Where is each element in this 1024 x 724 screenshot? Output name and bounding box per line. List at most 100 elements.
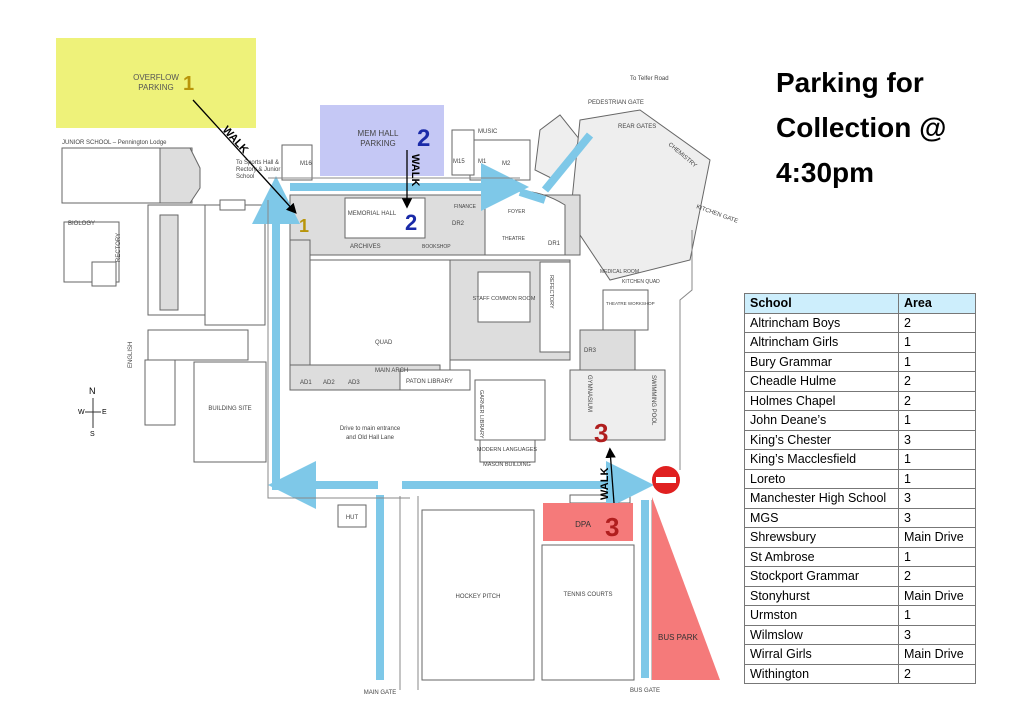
svg-text:S: S <box>90 431 95 438</box>
bus-park-label: BUS PARK <box>658 633 699 642</box>
title-line: Parking for <box>776 67 924 98</box>
svg-text:RECTORY: RECTORY <box>116 233 122 262</box>
dpa-area <box>543 503 633 541</box>
school-cell: Wirral Girls <box>744 644 899 665</box>
area-cell: 1 <box>898 546 976 567</box>
memhall-number: 2 <box>417 125 430 152</box>
school-cell: King’s Chester <box>744 429 899 450</box>
header-area: Area <box>898 293 976 314</box>
svg-text:M1: M1 <box>478 159 487 165</box>
svg-text:To Telfer Road: To Telfer Road <box>630 76 669 82</box>
svg-text:PATON LIBRARY: PATON LIBRARY <box>406 379 453 385</box>
area-cell: 2 <box>898 663 976 684</box>
area-cell: 3 <box>898 488 976 509</box>
school-cell: Withington <box>744 663 899 684</box>
svg-text:DR3: DR3 <box>584 348 597 354</box>
school-cell: King’s Macclesfield <box>744 449 899 470</box>
school-cell: Cheadle Hulme <box>744 371 899 392</box>
compass-icon: N W E S <box>78 386 107 438</box>
header-school: School <box>744 293 899 314</box>
school-cell: MGS <box>744 507 899 528</box>
svg-text:and Old Hall Lane: and Old Hall Lane <box>346 435 395 441</box>
area-cell: 2 <box>898 371 976 392</box>
overflow-parking-area <box>56 38 256 128</box>
area-cell: 1 <box>898 468 976 489</box>
overflow-label-1: OVERFLOW <box>133 73 179 82</box>
area-1-marker: 1 <box>299 216 309 236</box>
school-cell: John Deane’s <box>744 410 899 431</box>
svg-text:QUAD: QUAD <box>375 340 393 346</box>
area-cell: 1 <box>898 605 976 626</box>
svg-text:GARNER LIBRARY: GARNER LIBRARY <box>478 390 484 439</box>
svg-text:MEMORIAL HALL: MEMORIAL HALL <box>348 211 397 217</box>
area-cell: 1 <box>898 351 976 372</box>
svg-text:MAIN ARCH: MAIN ARCH <box>375 368 408 374</box>
area-cell: 2 <box>898 312 976 333</box>
memhall-label-2: PARKING <box>360 139 395 148</box>
to-sports-hall-label: To Sports Hall & Rectory & Junior School <box>236 160 281 180</box>
svg-text:MODERN LANGUAGES: MODERN LANGUAGES <box>477 447 538 453</box>
school-cell: Wilmslow <box>744 624 899 645</box>
overflow-number: 1 <box>183 73 194 95</box>
school-cell: Stockport Grammar <box>744 566 899 587</box>
svg-text:REAR GATES: REAR GATES <box>618 124 656 130</box>
svg-text:MEDICAL ROOM: MEDICAL ROOM <box>600 269 639 275</box>
svg-text:MAIN GATE: MAIN GATE <box>364 690 397 696</box>
svg-text:THEATRE WORKSHOP: THEATRE WORKSHOP <box>606 301 655 306</box>
area-2-marker: 2 <box>405 210 417 235</box>
campus-map: OVERFLOW PARKING 1 MEM HALL PARKING 2 DP… <box>56 38 739 696</box>
svg-text:SWIMMING POOL: SWIMMING POOL <box>650 375 656 426</box>
area-cell: 1 <box>898 410 976 431</box>
school-cell: St Ambrose <box>744 546 899 567</box>
svg-text:REFECTORY: REFECTORY <box>548 275 554 309</box>
walk-label-3: WALK <box>599 468 611 500</box>
svg-text:HUT: HUT <box>346 515 359 521</box>
svg-text:ARCHIVES: ARCHIVES <box>350 244 381 250</box>
svg-text:AD3: AD3 <box>348 380 360 386</box>
page-title: Parking for Collection @ 4:30pm <box>776 60 946 195</box>
school-cell: Altrincham Boys <box>744 312 899 333</box>
walk-arrow-3 <box>605 447 616 504</box>
title-line: 4:30pm <box>776 157 875 188</box>
school-cell: Manchester High School <box>744 488 899 509</box>
area-cell: 3 <box>898 429 976 450</box>
school-cell: Holmes Chapel <box>744 390 899 411</box>
school-cell: Altrincham Girls <box>744 332 899 353</box>
svg-text:AD1: AD1 <box>300 380 312 386</box>
svg-text:BUS GATE: BUS GATE <box>630 688 660 694</box>
dpa-label: DPA <box>575 520 592 529</box>
walk-arrow-1 <box>192 99 297 214</box>
title-line: Collection @ <box>776 112 947 143</box>
svg-text:ENGLISH: ENGLISH <box>128 342 134 368</box>
overflow-label-2: PARKING <box>138 83 173 92</box>
area-cell: Main Drive <box>898 644 976 665</box>
svg-text:W: W <box>78 409 85 416</box>
svg-text:MASON BUILDING: MASON BUILDING <box>483 462 531 468</box>
svg-text:HOCKEY PITCH: HOCKEY PITCH <box>456 594 501 600</box>
svg-text:BOOKSHOP: BOOKSHOP <box>422 244 451 250</box>
svg-text:Drive to main entrance: Drive to main entrance <box>340 426 401 432</box>
svg-text:DR2: DR2 <box>452 221 465 227</box>
school-cell: Urmston <box>744 605 899 626</box>
svg-text:M16: M16 <box>300 161 312 167</box>
svg-text:E: E <box>102 409 107 416</box>
area-cell: 3 <box>898 624 976 645</box>
svg-text:THEATRE: THEATRE <box>502 236 526 242</box>
svg-text:N: N <box>89 386 96 396</box>
svg-text:BUILDING SITE: BUILDING SITE <box>208 406 251 412</box>
area-cell: 3 <box>898 507 976 528</box>
